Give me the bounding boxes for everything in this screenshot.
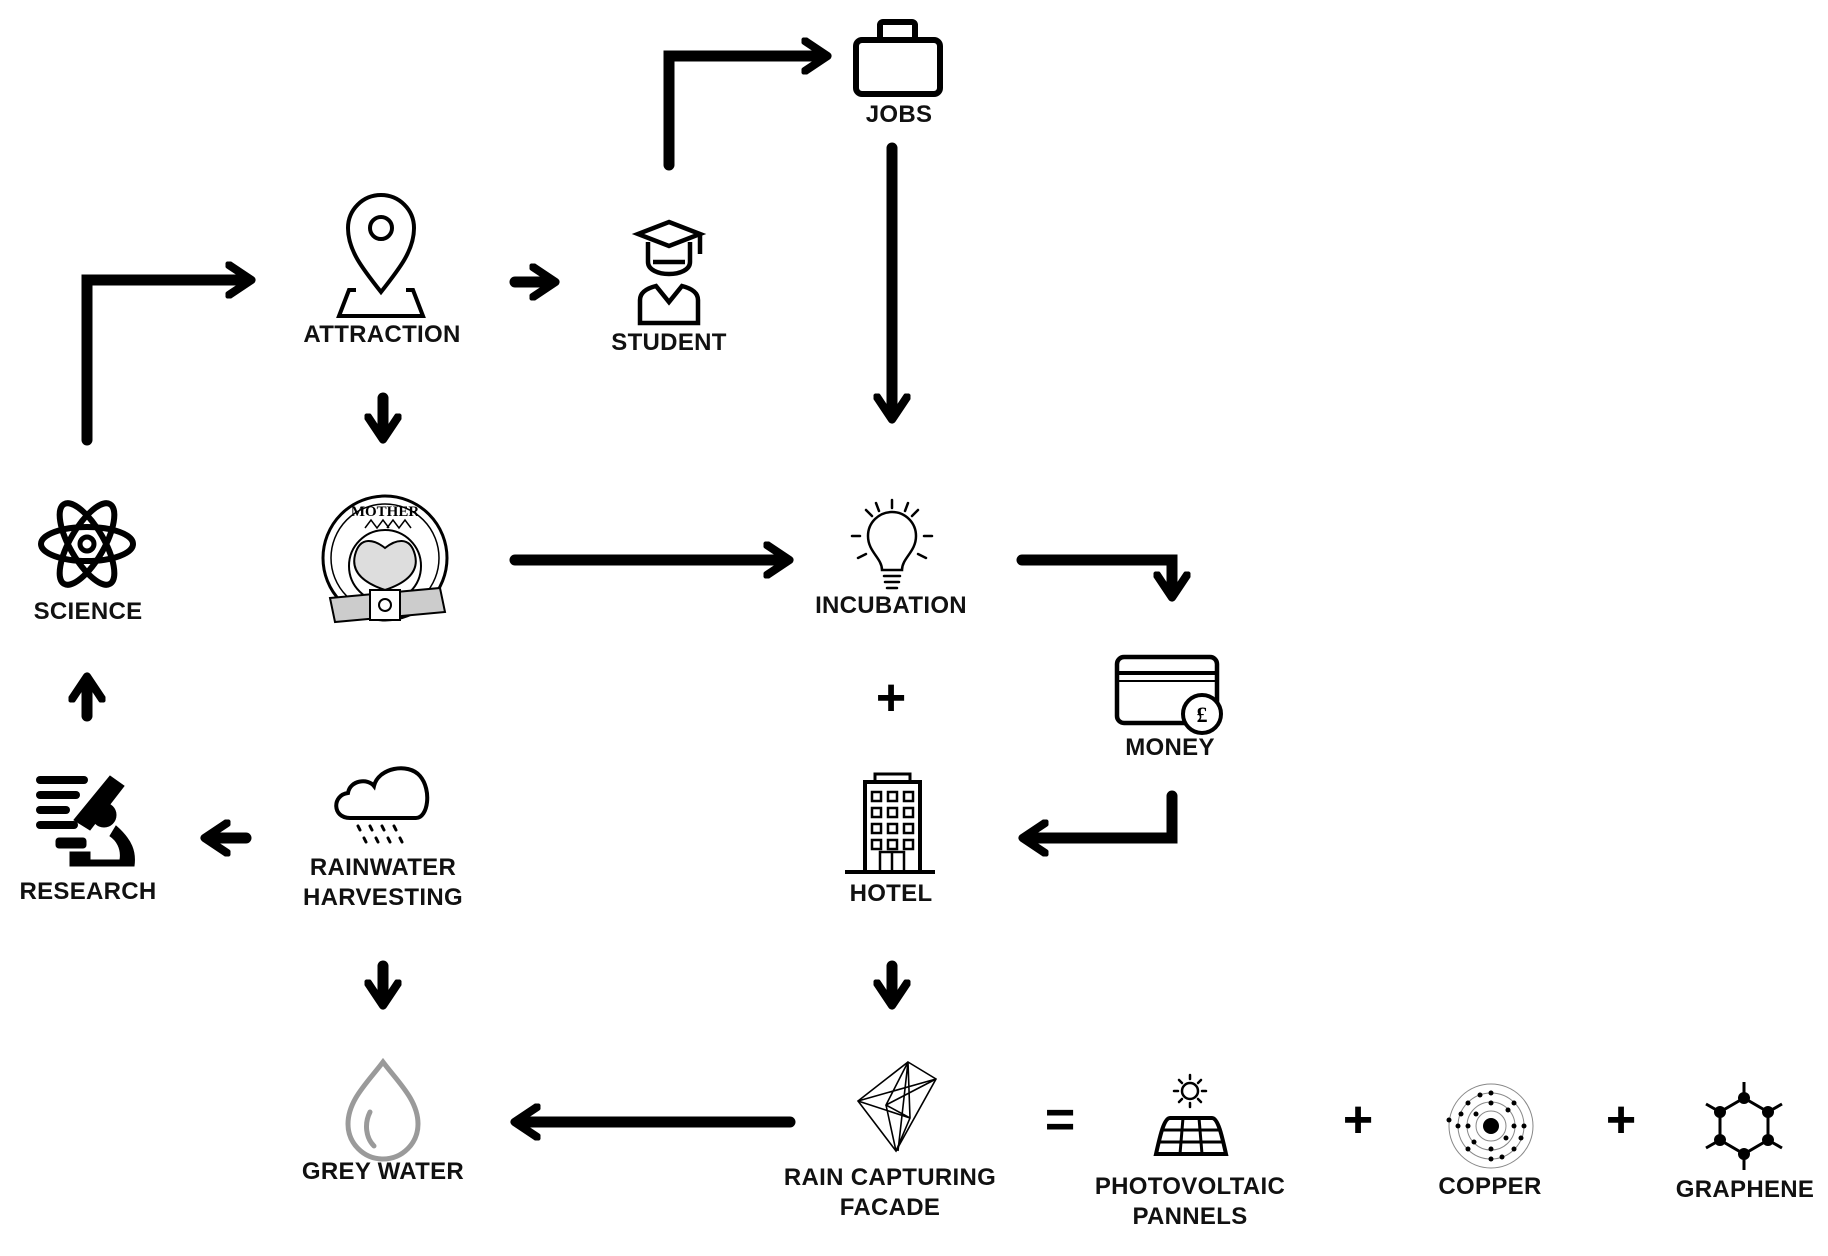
atom-icon bbox=[38, 500, 136, 588]
node-label-rainwater-harvesting: RAINWATER HARVESTING bbox=[303, 853, 463, 913]
node-label-hotel: HOTEL bbox=[849, 880, 933, 907]
node-label-graphene: GRAPHENE bbox=[1675, 1176, 1815, 1203]
label-line-1: PHOTOVOLTAIC bbox=[1094, 1173, 1286, 1200]
node-label-science: SCIENCE bbox=[33, 598, 143, 625]
plus-operator-copper: + bbox=[1342, 1091, 1374, 1149]
label-line-1: RAINWATER bbox=[309, 854, 457, 881]
plus-operator-graphene: + bbox=[1605, 1091, 1637, 1149]
graduate-student-icon bbox=[631, 219, 707, 326]
node-label-student: STUDENT bbox=[611, 329, 727, 356]
faceted-facade-icon bbox=[856, 1061, 938, 1153]
mother-crest-emblem: MOTHER bbox=[321, 494, 449, 624]
pound-symbol: £ bbox=[1197, 702, 1208, 727]
arrow-student-to-jobs bbox=[663, 56, 820, 171]
node-label-research: RESEARCH bbox=[19, 878, 157, 905]
arrow-money-to-hotel bbox=[1030, 790, 1178, 838]
microscope-icon bbox=[36, 775, 135, 867]
node-label-incubation: INCUBATION bbox=[815, 592, 967, 619]
node-label-rain-capturing-facade: RAIN CAPTURING FACADE bbox=[784, 1163, 996, 1223]
crest-text: MOTHER bbox=[351, 504, 420, 520]
lightbulb-icon bbox=[850, 498, 934, 590]
node-label-photovoltaic-pannels: PHOTOVOLTAIC PANNELS bbox=[1095, 1172, 1285, 1232]
node-label-money: MONEY bbox=[1125, 734, 1215, 761]
node-label-grey-water: GREY WATER bbox=[301, 1158, 465, 1185]
node-label-copper: COPPER bbox=[1438, 1173, 1542, 1200]
briefcase-icon bbox=[853, 19, 943, 97]
label-line-2: HARVESTING bbox=[303, 884, 463, 911]
map-pin-icon bbox=[336, 193, 426, 318]
solar-panel-icon bbox=[1153, 1073, 1229, 1156]
node-label-attraction: ATTRACTION bbox=[303, 321, 461, 348]
water-drop-icon bbox=[345, 1057, 421, 1162]
equals-operator: = bbox=[1044, 1091, 1076, 1149]
graphene-hexagon-icon bbox=[1705, 1082, 1783, 1170]
copper-atom-icon bbox=[1446, 1083, 1534, 1169]
plus-operator-incubation-hotel: + bbox=[875, 669, 907, 727]
node-label-jobs: JOBS bbox=[865, 101, 933, 128]
arrow-incubation-to-money bbox=[1016, 554, 1172, 590]
label-line-2: PANNELS bbox=[1132, 1203, 1248, 1230]
credit-card-pound-icon: £ bbox=[1114, 654, 1223, 735]
hotel-building-icon bbox=[845, 772, 935, 874]
label-line-2: FACADE bbox=[839, 1194, 941, 1221]
label-line-1: RAIN CAPTURING bbox=[783, 1164, 997, 1191]
rain-cloud-icon bbox=[334, 766, 430, 844]
arrow-science-to-attraction bbox=[81, 280, 244, 446]
